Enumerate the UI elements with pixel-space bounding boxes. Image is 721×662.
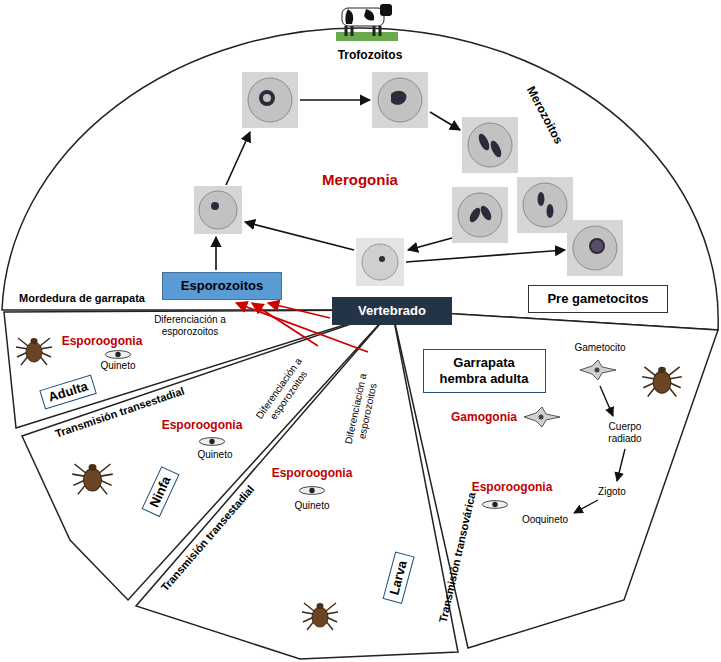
node-text: Esporozoitos [171, 278, 273, 294]
host-box: Vertebrado [332, 297, 452, 325]
stage-label: Quineto [100, 360, 135, 372]
process-label: Esporoogonia [62, 334, 143, 348]
process-label: Merogonia [322, 171, 398, 189]
stage-box: Esporozoitos [162, 272, 282, 300]
stage-label: Ooquineto [522, 514, 568, 526]
route-label: Mordedura de garrapata [19, 292, 145, 305]
process-label: Esporoogonia [272, 466, 353, 480]
node-text: Vertebrado [341, 303, 443, 319]
stage-label: Gametocito [574, 342, 625, 354]
process-label: Esporoogonia [162, 418, 243, 432]
stage-label: Trofozoitos [338, 48, 403, 62]
node-text: Pre gametocitos [537, 291, 659, 307]
host-box: Garrapata hembra adulta [423, 349, 546, 392]
stage-box: Pre gametocitos [528, 285, 668, 313]
node-text: Garrapata hembra adulta [432, 355, 537, 386]
process-label: Diferenciación a esporozoitos [150, 314, 230, 338]
stage-label: Quineto [197, 449, 232, 461]
stage-label: Cuerpo radiado [599, 421, 651, 445]
process-label: Gamogonia [451, 410, 517, 424]
stage-label: Quineto [294, 500, 329, 512]
process-label: Esporoogonia [472, 480, 553, 494]
stage-label: Zigoto [598, 486, 626, 498]
